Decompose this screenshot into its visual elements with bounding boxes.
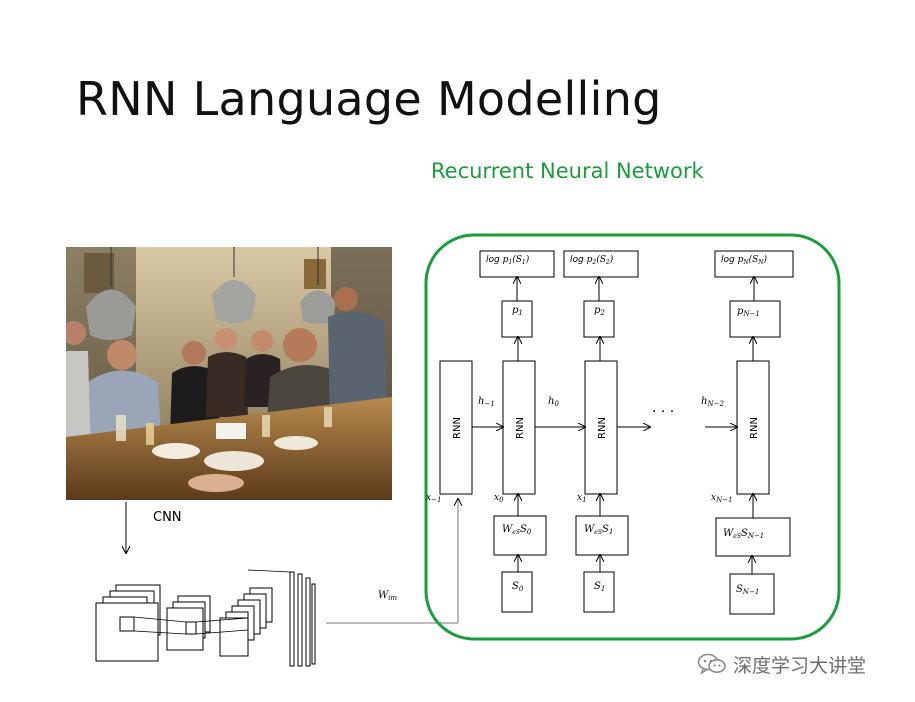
watermark: 深度学习大讲堂	[697, 651, 866, 677]
input-label-n: xN−1	[711, 493, 733, 504]
word-box-2	[583, 571, 615, 613]
sequence-ellipsis: . . .	[652, 400, 674, 416]
log-prob-label-1: log p1(S1)	[486, 254, 530, 266]
cnn-projection-lines	[133, 569, 291, 635]
log-prob-label-2: log p2(S2)	[570, 254, 614, 266]
flow-arrows	[472, 277, 754, 574]
embedding-label-n: WeSSN−1	[723, 528, 764, 540]
embedding-label-2: WeSS1	[584, 524, 613, 536]
hidden-label-1: h−1	[478, 396, 495, 408]
wechat-icon	[697, 653, 726, 675]
prob-label-1: p1	[512, 305, 523, 317]
word-box-n	[729, 573, 775, 615]
prob-box-1	[501, 300, 533, 338]
rnn-container	[424, 233, 841, 641]
input-label-2: x1	[577, 493, 587, 504]
word-box-1	[501, 571, 533, 613]
input-label-x-minus1: x−1	[426, 493, 441, 504]
image-weight-label: Wim	[378, 590, 398, 602]
rnn-cell-label-1: RNN	[515, 417, 526, 439]
input-label-1: x0	[494, 493, 504, 504]
word-label-1: S0	[512, 581, 524, 593]
cnn-feature-maps	[95, 571, 316, 667]
rnn-section-title: Recurrent Neural Network	[431, 159, 704, 183]
rnn-cell-initial	[439, 360, 473, 495]
cnn-label: CNN	[153, 510, 182, 525]
embedding-box-1	[493, 515, 547, 556]
embedding-label-1: WeSS0	[502, 524, 532, 536]
rnn-cell-label-initial: RNN	[452, 417, 463, 439]
prob-label-2: p2	[594, 305, 605, 317]
dinner-photo	[66, 247, 392, 500]
hidden-label-2: h0	[548, 396, 559, 408]
prob-box-n	[729, 300, 781, 338]
slide-title: RNN Language Modelling	[76, 72, 662, 126]
log-prob-box-n	[714, 250, 794, 278]
log-prob-box-2	[563, 250, 639, 278]
rnn-cell-label-2: RNN	[597, 417, 608, 439]
prob-label-n: pN−1	[737, 306, 760, 318]
word-label-2: S1	[594, 581, 605, 593]
embedding-box-n	[715, 517, 791, 557]
word-label-n: SN−1	[736, 584, 759, 596]
rnn-cell-1	[502, 360, 536, 495]
embedding-box-2	[575, 515, 629, 556]
watermark-text: 深度学习大讲堂	[733, 654, 867, 677]
log-prob-label-n: log pN(SN)	[721, 254, 768, 266]
hidden-label-n: hN−2	[701, 396, 724, 408]
rnn-cell-label-n: RNN	[749, 417, 760, 439]
